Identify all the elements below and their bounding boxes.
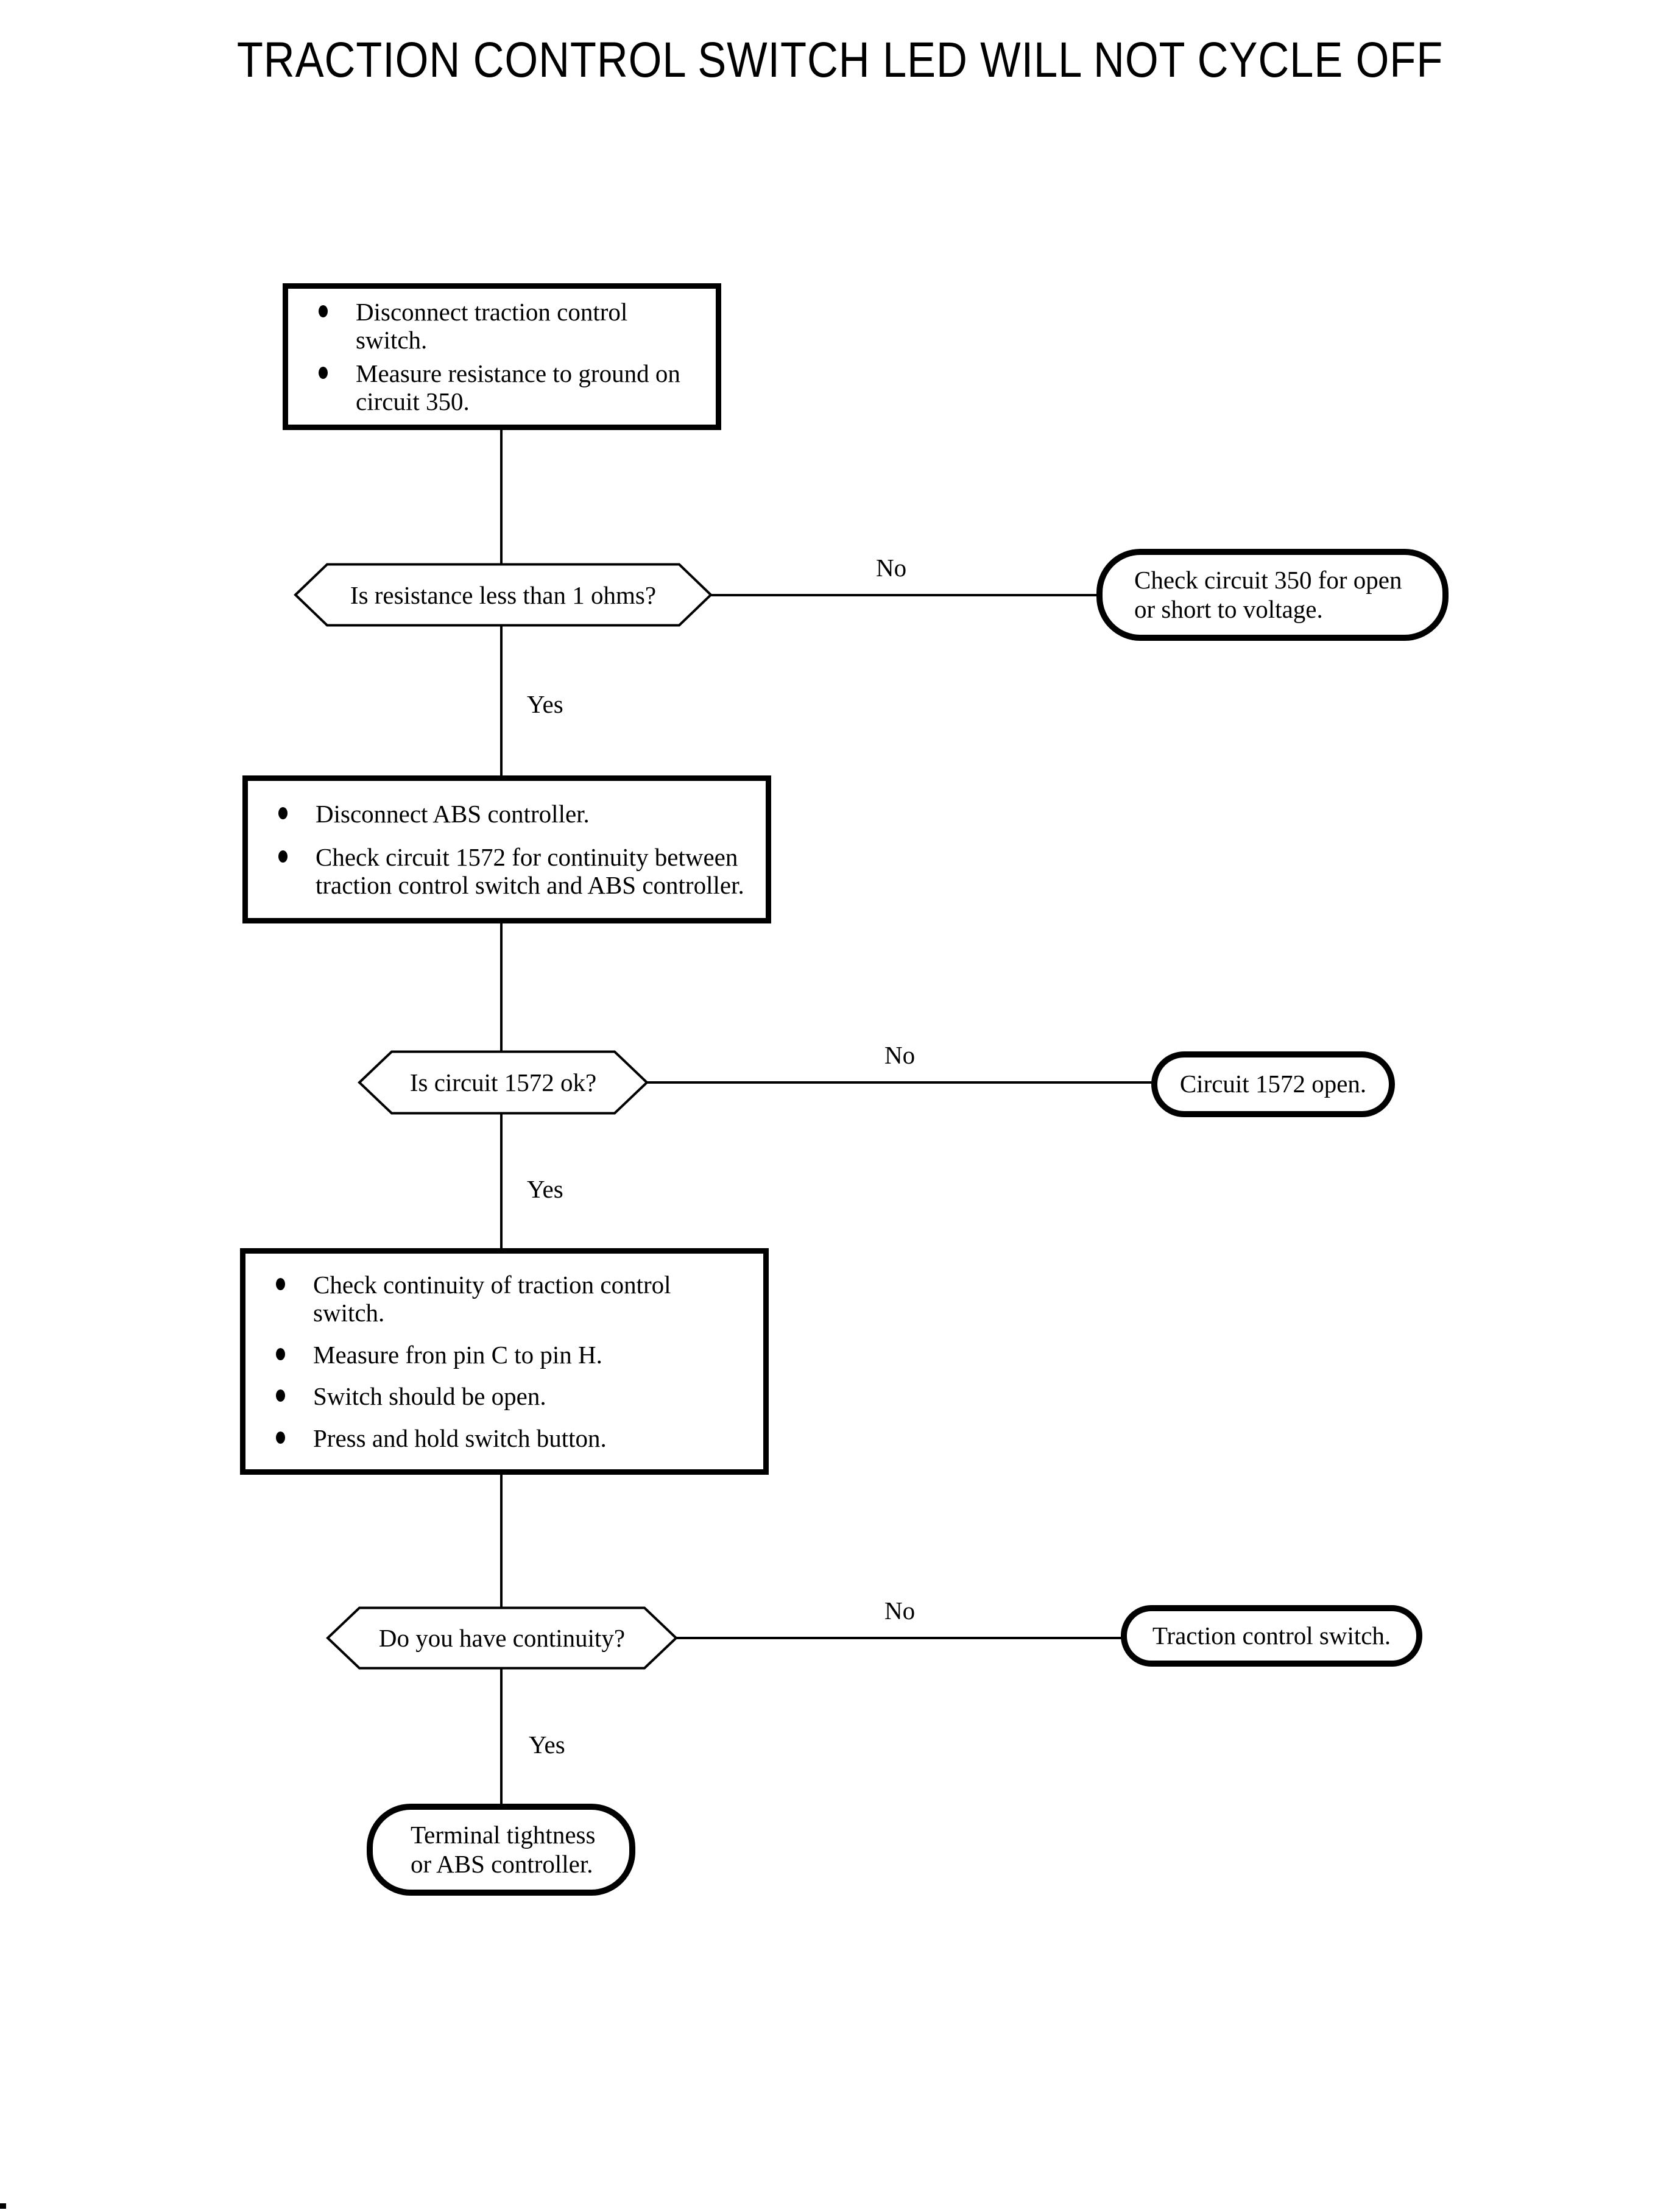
bullet-icon [276, 1278, 285, 1291]
bullet-text: Check circuit 1572 for continuity betwee… [316, 842, 744, 899]
connector-decision2-terminal2 [647, 1081, 1154, 1084]
label-yes: Yes [527, 1175, 563, 1203]
connector-step2-decision2 [500, 922, 503, 1053]
process-box-check-continuity: Check continuity of traction control swi… [240, 1248, 769, 1475]
label-yes: Yes [529, 1731, 565, 1759]
terminal-text: Check circuit 350 for open or short to v… [1134, 565, 1402, 623]
list-item: Check circuit 1572 for continuity betwee… [278, 843, 751, 900]
process-box-content: Check continuity of traction control swi… [245, 1254, 763, 1469]
connector-step3-decision3 [500, 1473, 503, 1609]
connector-decision1-step2 [500, 625, 503, 777]
hexagon-shape [326, 1606, 678, 1670]
list-item: Disconnect ABS controller. [278, 800, 751, 828]
terminal-check-circuit-350: Check circuit 350 for open or short to v… [1096, 549, 1449, 641]
bullet-text: Disconnect ABS controller. [316, 799, 590, 828]
terminal-text: Circuit 1572 open. [1179, 1070, 1367, 1098]
bullet-text: Disconnect traction control switch. [356, 297, 628, 354]
bullet-icon [319, 366, 328, 379]
process-box-content: Disconnect traction control switch. Meas… [288, 289, 716, 425]
label-no: No [876, 554, 907, 582]
decision-resistance-less-than-1-ohm: Is resistance less than 1 ohms? [294, 563, 713, 627]
hexagon-shape [358, 1050, 649, 1115]
bullet-icon [278, 807, 288, 819]
terminal-circuit-1572-open: Circuit 1572 open. [1151, 1051, 1395, 1117]
bullet-icon [276, 1431, 285, 1444]
terminal-text: Terminal tightness or ABS controller. [411, 1820, 596, 1878]
decision-circuit-1572-ok: Is circuit 1572 ok? [358, 1050, 649, 1115]
hexagon-shape [294, 563, 713, 627]
terminal-traction-control-switch: Traction control switch. [1121, 1605, 1422, 1667]
label-no: No [884, 1597, 916, 1625]
list-item: Disconnect traction control switch. [319, 298, 701, 355]
decision-question: Is resistance less than 1 ohms? [350, 581, 657, 609]
process-box-disconnect-abs: Disconnect ABS controller. Check circuit… [242, 775, 771, 923]
decision-question: Do you have continuity? [378, 1624, 626, 1652]
bullet-text: Switch should be open. [313, 1382, 546, 1411]
bullet-icon [319, 305, 328, 317]
connector-step1-decision1 [500, 429, 503, 565]
bullet-icon [276, 1389, 285, 1402]
list-item: Press and hold switch button. [276, 1424, 749, 1452]
terminal-text: Traction control switch. [1152, 1621, 1391, 1650]
bullet-icon [276, 1347, 285, 1360]
connector-decision2-step3 [500, 1113, 503, 1251]
bullet-text: Measure resistance to ground on circuit … [356, 359, 680, 416]
bullet-text: Check continuity of traction control swi… [313, 1271, 671, 1327]
scan-speck [0, 2203, 6, 2209]
process-box-content: Disconnect ABS controller. Check circuit… [248, 781, 766, 918]
terminal-terminal-tightness: Terminal tightness or ABS controller. [367, 1804, 635, 1896]
connector-decision3-terminal3 [676, 1637, 1123, 1639]
label-yes: Yes [527, 690, 563, 718]
label-no: No [884, 1041, 916, 1069]
process-box-disconnect-switch: Disconnect traction control switch. Meas… [283, 283, 721, 430]
list-item: Check continuity of traction control swi… [276, 1271, 749, 1327]
bullet-text: Measure fron pin C to pin H. [313, 1340, 602, 1369]
list-item: Measure resistance to ground on circuit … [319, 359, 701, 416]
connector-decision3-terminal4 [500, 1668, 503, 1806]
bullet-icon [278, 850, 288, 863]
bullet-text: Press and hold switch button. [313, 1424, 607, 1452]
page-title: TRACTION CONTROL SWITCH LED WILL NOT CYC… [236, 32, 1444, 88]
list-item: Switch should be open. [276, 1382, 749, 1410]
connector-decision1-terminal1 [711, 594, 1099, 596]
decision-question: Is circuit 1572 ok? [409, 1068, 597, 1096]
list-item: Measure fron pin C to pin H. [276, 1341, 749, 1369]
decision-have-continuity: Do you have continuity? [326, 1606, 678, 1670]
